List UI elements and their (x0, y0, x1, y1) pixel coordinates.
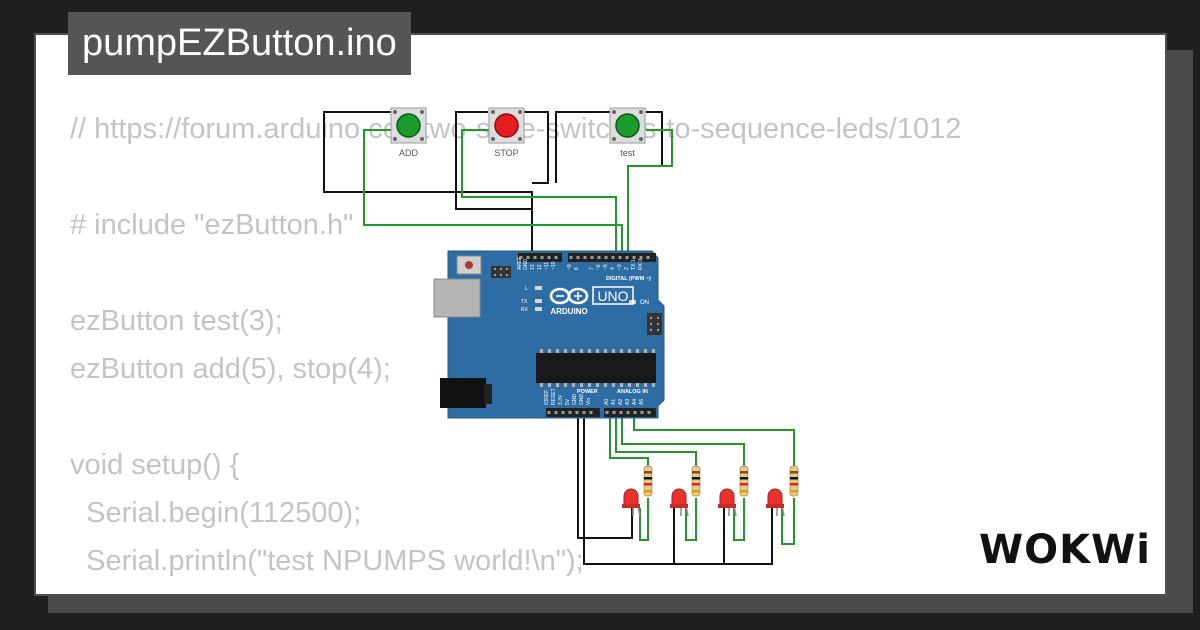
svg-text:GND: GND (572, 394, 578, 406)
svg-text:13: 13 (530, 264, 536, 270)
arduino-logo-icon (549, 287, 589, 305)
code-line: # include "ezButton.h" (70, 209, 354, 241)
svg-text:~9: ~9 (567, 264, 573, 270)
svg-text:RX 0: RX 0 (638, 259, 644, 270)
board-model: UNO (597, 288, 628, 304)
button-label-test: test (620, 148, 635, 158)
red-led[interactable] (670, 488, 689, 517)
svg-text:4: 4 (610, 267, 616, 270)
svg-text:TX 1: TX 1 (631, 259, 637, 270)
usb-connector (433, 278, 481, 318)
digital-header-label: DIGITAL (PWM ~) (606, 276, 651, 282)
resistor[interactable] (643, 465, 653, 497)
svg-text:7: 7 (589, 267, 595, 270)
svg-text:A0: A0 (604, 399, 610, 405)
svg-text:5V: 5V (565, 398, 571, 405)
button-label-add: ADD (399, 148, 419, 158)
code-line: ezButton add(5), stop(4); (70, 353, 391, 385)
svg-text:IOREF: IOREF (544, 390, 550, 405)
tx-led-label: TX (521, 299, 528, 305)
svg-text:GND: GND (523, 259, 529, 271)
svg-text:3.3V: 3.3V (558, 394, 564, 405)
svg-text:AREF: AREF (517, 257, 523, 270)
svg-text:2: 2 (624, 267, 630, 270)
wokwi-logo-icon: WOKWi (979, 527, 1150, 573)
pushbutton-add[interactable]: ADD (390, 107, 427, 158)
svg-text:~3: ~3 (617, 264, 623, 270)
board-brand: ARDUINO (550, 307, 587, 316)
l-led-label: L (525, 286, 528, 292)
resistor[interactable] (739, 465, 749, 497)
svg-text:8: 8 (574, 267, 580, 270)
svg-text:GND: GND (579, 394, 585, 406)
pushbutton-test[interactable]: test (609, 107, 646, 158)
wires (323, 111, 795, 565)
microcontroller-chip (536, 353, 656, 383)
uno-badge (592, 286, 634, 305)
code-line: void setup() { (70, 449, 240, 481)
svg-text:A3: A3 (625, 399, 631, 405)
code-line: ezButton test(3); (70, 305, 283, 337)
resistor[interactable] (789, 465, 799, 497)
power-header-label: POWER (577, 389, 598, 395)
rx-led-label: RX (521, 307, 529, 313)
analog-header-label: ANALOG IN (617, 389, 648, 395)
red-led[interactable] (766, 488, 785, 517)
resistor[interactable] (691, 465, 701, 497)
resistor-group[interactable] (643, 465, 799, 497)
red-led[interactable] (622, 488, 641, 517)
svg-text:A5: A5 (639, 399, 645, 405)
svg-text:A2: A2 (618, 399, 624, 405)
svg-text:A4: A4 (632, 399, 638, 405)
sketch-title: pumpEZButton.ino (68, 12, 411, 75)
on-led-label: ON (640, 300, 649, 306)
wokwi-logo[interactable]: WOKWi (975, 521, 1150, 578)
button-label-stop: STOP (494, 148, 518, 158)
svg-text:~11: ~11 (544, 262, 550, 270)
svg-text:Vin: Vin (586, 398, 592, 405)
code-line: Serial.println("test NPUMPS world!\n"); (70, 545, 584, 577)
svg-text:~10: ~10 (551, 261, 557, 270)
wokwi-logo-text: WOKWi (979, 527, 1150, 573)
code-line: Serial.begin(112500); (70, 497, 362, 529)
pushbutton-stop[interactable]: STOP (488, 107, 525, 158)
red-led[interactable] (718, 488, 737, 517)
svg-text:A1: A1 (611, 399, 617, 405)
power-jack (440, 378, 486, 408)
code-preview: // https://forum.arduino.cc/t/two-slide-… (70, 105, 961, 585)
svg-text:12: 12 (537, 264, 543, 270)
arduino-uno-board[interactable]: DIGITAL (PWM ~) AREF GND 13 12 ~11 ~10 ~… (433, 250, 665, 419)
code-line: // https://forum.arduino.cc/t/two-slide-… (70, 113, 962, 145)
svg-text:RESET: RESET (551, 388, 557, 405)
svg-text:~5: ~5 (603, 264, 609, 270)
svg-text:~6: ~6 (596, 264, 602, 270)
led-group[interactable] (622, 488, 785, 517)
